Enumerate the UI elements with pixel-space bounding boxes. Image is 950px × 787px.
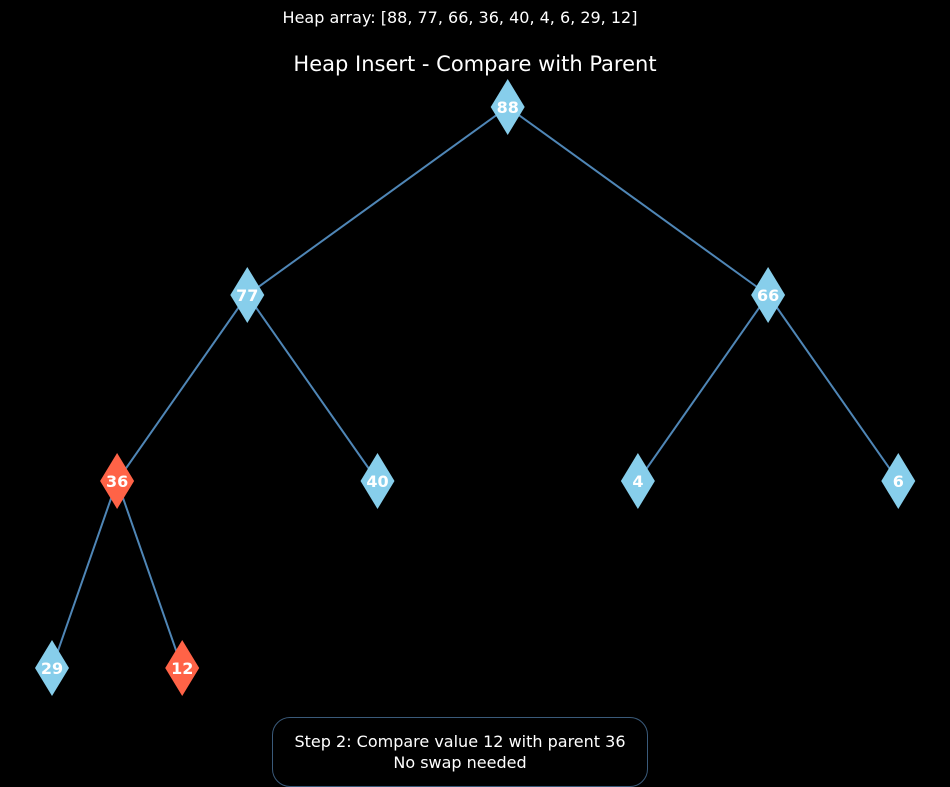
- step-description: Step 2: Compare value 12 with parent 36: [294, 732, 626, 751]
- tree-edge: [51, 480, 119, 669]
- node-value: 29: [41, 659, 63, 678]
- step-status-box: Step 2: Compare value 12 with parent 36 …: [272, 717, 648, 787]
- tree-edge: [507, 106, 769, 296]
- heap-node-4: 4: [620, 453, 655, 509]
- node-diamond: [100, 453, 135, 509]
- node-diamond: [165, 640, 200, 696]
- node-value: 12: [171, 659, 193, 678]
- heap-node-36: 36: [100, 453, 135, 509]
- diagram-title: Heap Insert - Compare with Parent: [293, 52, 657, 76]
- tree-edge: [246, 106, 509, 296]
- tree-edges: [51, 106, 900, 669]
- tree-edge: [116, 480, 184, 669]
- node-value: 66: [757, 286, 779, 305]
- node-value: 40: [366, 472, 388, 491]
- tree-edge: [246, 294, 379, 482]
- heap-node-29: 29: [35, 640, 69, 696]
- node-diamond: [490, 79, 525, 135]
- tree-edge: [767, 294, 900, 482]
- node-value: 6: [893, 472, 904, 491]
- node-value: 36: [106, 472, 128, 491]
- node-diamond: [230, 267, 265, 323]
- heap-array-label: Heap array: [88, 77, 66, 36, 40, 4, 6, 2…: [282, 8, 638, 27]
- node-diamond: [751, 267, 786, 323]
- heap-node-66: 66: [751, 267, 786, 323]
- heap-node-6: 6: [881, 453, 916, 509]
- tree-edge: [116, 294, 249, 482]
- heap-node-88: 88: [490, 79, 525, 135]
- heap-node-77: 77: [230, 267, 265, 323]
- node-value: 4: [632, 472, 643, 491]
- heap-node-40: 40: [360, 453, 395, 509]
- heap-node-12: 12: [165, 640, 200, 696]
- node-value: 88: [497, 98, 519, 117]
- node-diamond: [881, 453, 916, 509]
- node-diamond: [360, 453, 395, 509]
- node-diamond: [35, 640, 69, 696]
- node-diamond: [620, 453, 655, 509]
- tree-edge: [637, 294, 769, 482]
- step-result: No swap needed: [393, 753, 527, 772]
- node-value: 77: [236, 286, 258, 305]
